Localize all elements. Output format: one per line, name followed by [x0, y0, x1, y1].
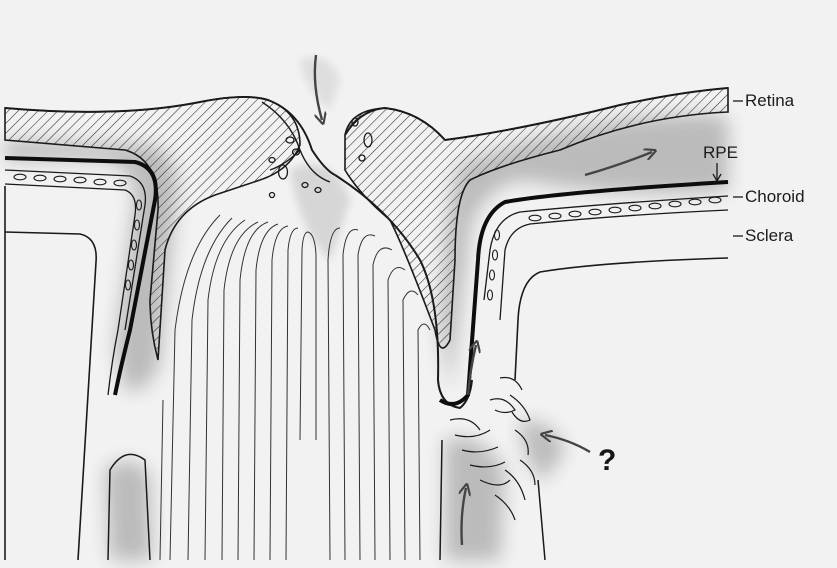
rpe-choroid-right [440, 182, 728, 404]
nerve-fibers [160, 215, 430, 560]
rpe-label: RPE [703, 144, 738, 161]
choroid-label: Choroid [745, 188, 805, 205]
retina-label: Retina [745, 92, 794, 109]
sclera-label: Sclera [745, 227, 793, 244]
question-mark: ? [598, 446, 616, 476]
